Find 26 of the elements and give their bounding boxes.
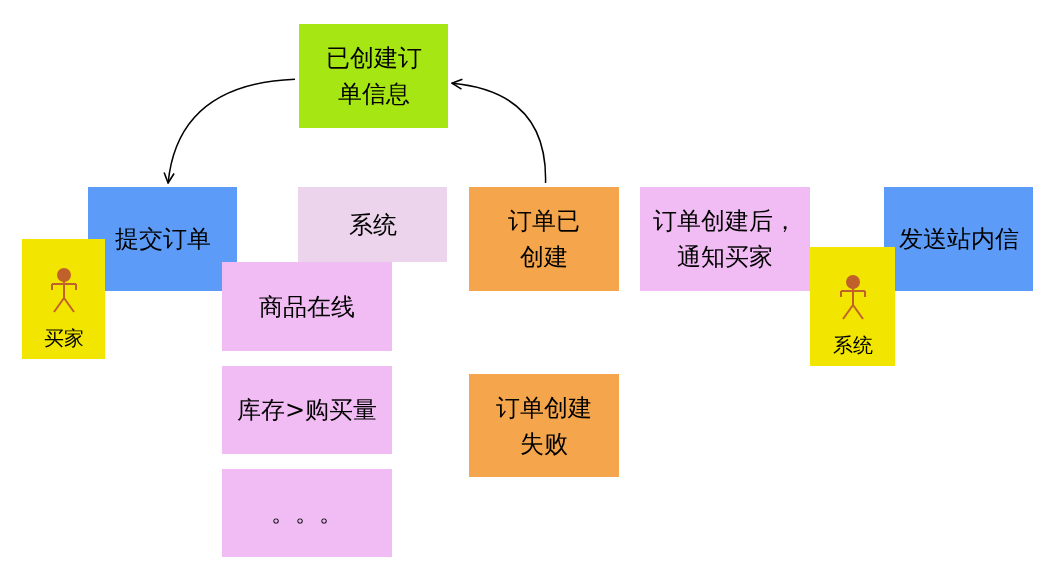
sticky-note [299,24,448,128]
note-text: 订单创建后，通知买家 [652,206,798,273]
sticky-note [298,187,447,262]
sticky-note [88,187,237,291]
sticky-note [884,187,1033,291]
note-text: 库存>购买量 [236,395,378,426]
sticky-note [222,366,392,454]
note-text: 发送站内信 [898,224,1019,255]
note-text: 订单创建失败 [495,392,593,460]
note-text: 商品在线 [259,291,355,323]
curved-arrow [163,78,296,184]
sticky-note [469,187,619,291]
sticky-note [222,262,392,351]
actor-note [810,247,895,366]
actor-label: 系统 [832,333,873,358]
curved-arrow [451,78,547,184]
note-text: 。。。 [271,498,343,529]
sticky-note [469,374,619,477]
note-text: 订单已创建 [507,206,581,273]
sticky-note [222,469,392,557]
actor-note [22,239,105,359]
note-text: 已创建订单信息 [324,43,423,110]
actor-label: 买家 [43,326,84,351]
note-text: 提交订单 [114,224,211,255]
note-text: 系统 [348,209,397,241]
sticky-note [640,187,810,291]
